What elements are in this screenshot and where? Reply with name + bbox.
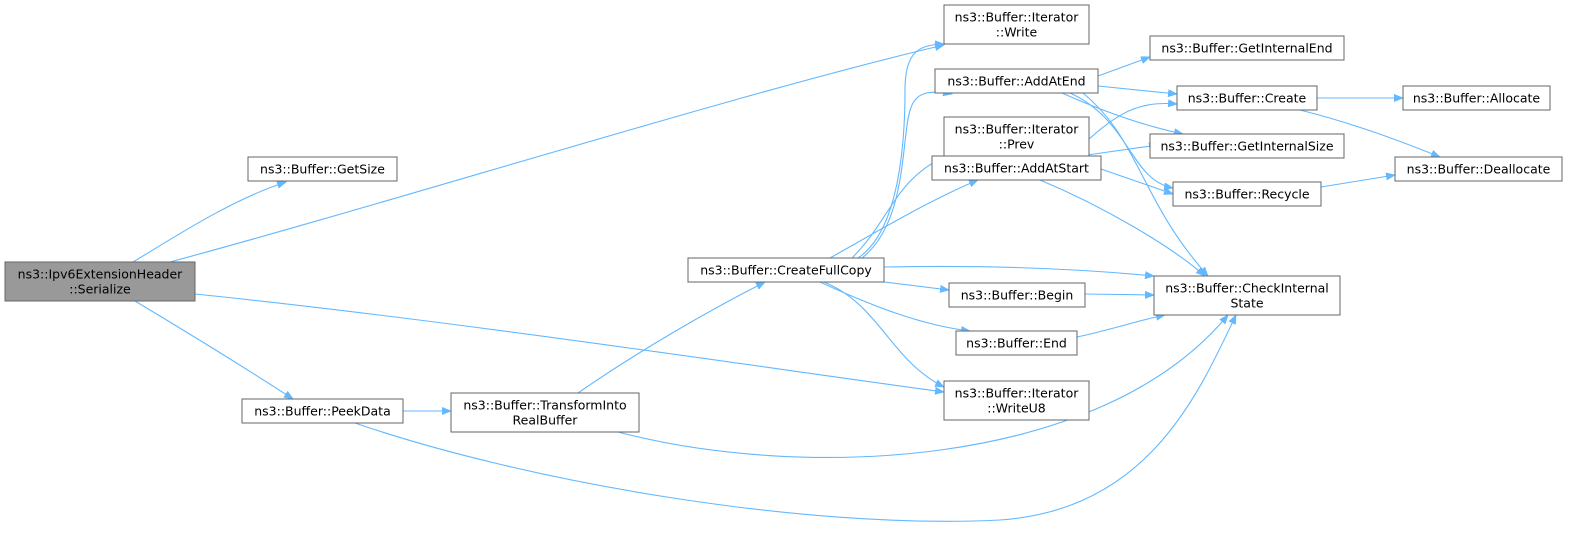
node-box <box>943 116 1090 157</box>
node-recycle[interactable]: ns3::Buffer::Recycle <box>1172 181 1322 207</box>
node-label-line: ns3::Buffer::AddAtStart <box>944 161 1089 176</box>
node-box <box>1153 275 1341 316</box>
edge-addatend-to-getinternalend <box>1097 56 1151 77</box>
node-begin[interactable]: ns3::Buffer::Begin <box>948 282 1086 308</box>
node-iterprev[interactable]: ns3::Buffer::Iterator::Prev <box>943 116 1090 157</box>
edge-peekdata-to-checkinternal <box>354 314 1237 522</box>
node-getinternalsize[interactable]: ns3::Buffer::GetInternalSize <box>1149 133 1345 159</box>
edge-begin-to-checkinternal <box>1084 290 1155 299</box>
node-label-line: ns3::Buffer::End <box>966 336 1067 351</box>
node-label-line: ns3::Buffer::GetInternalEnd <box>1161 41 1332 56</box>
edge-createfullcopy-to-iterprev <box>851 156 945 259</box>
node-iterwriteu8[interactable]: ns3::Buffer::Iterator::WriteU8 <box>943 380 1090 421</box>
edge-addatend-to-getinternalsize <box>1061 92 1184 137</box>
node-label-line: ::Prev <box>999 137 1035 152</box>
edge-addatstart-to-getinternalsize <box>1079 142 1159 157</box>
node-label-line: ns3::Buffer::CreateFullCopy <box>700 263 872 278</box>
edge-createfullcopy-to-addatend <box>861 88 953 259</box>
node-label-line: ::Serialize <box>69 282 131 297</box>
node-box <box>1176 85 1318 111</box>
edge-serialize-to-peekdata <box>134 300 294 400</box>
edge-createfullcopy-to-iterwrite <box>857 40 945 259</box>
node-box <box>1149 133 1345 159</box>
node-serialize[interactable]: ns3::Ipv6ExtensionHeader::Serialize <box>4 261 196 302</box>
node-addatstart[interactable]: ns3::Buffer::AddAtStart <box>931 155 1102 181</box>
node-label-line: ns3::Buffer::Begin <box>961 288 1074 303</box>
node-box <box>1172 181 1322 207</box>
node-label-line: ns3::Buffer::Allocate <box>1413 91 1541 106</box>
node-addatend[interactable]: ns3::Buffer::AddAtEnd <box>934 68 1099 94</box>
node-label-line: ::Write <box>996 25 1038 40</box>
edge-addatend-to-checkinternal <box>1082 92 1209 277</box>
edge-createfullcopy-to-addatstart <box>829 179 979 259</box>
edge-serialize-to-getsize <box>132 180 287 263</box>
node-box <box>247 156 398 182</box>
node-label-line: ns3::Buffer::TransformInto <box>463 398 626 413</box>
edge-create-to-deallocate <box>1299 109 1441 158</box>
edge-transform-to-checkinternal <box>617 314 1229 458</box>
node-label-line: ns3::Buffer::Iterator <box>955 386 1080 401</box>
node-box <box>943 4 1090 45</box>
edge-serialize-to-iterwrite <box>169 43 945 263</box>
node-getinternalend[interactable]: ns3::Buffer::GetInternalEnd <box>1149 35 1345 61</box>
edge-addatstart-to-checkinternal <box>1039 179 1206 277</box>
node-label-line: ::WriteU8 <box>987 401 1046 416</box>
edge-createfullcopy-to-begin <box>883 281 950 293</box>
node-end[interactable]: ns3::Buffer::End <box>955 330 1078 356</box>
edge-createfullcopy-to-end <box>819 281 971 334</box>
node-box <box>931 155 1102 181</box>
node-createfullcopy[interactable]: ns3::Buffer::CreateFullCopy <box>687 257 885 283</box>
node-create[interactable]: ns3::Buffer::Create <box>1176 85 1318 111</box>
edge-addatstart-to-recycle <box>1100 168 1174 195</box>
node-box <box>4 261 196 302</box>
node-iterwrite[interactable]: ns3::Buffer::Iterator::Write <box>943 4 1090 45</box>
node-box <box>1402 85 1551 111</box>
node-box <box>687 257 885 283</box>
node-label-line: ns3::Buffer::AddAtEnd <box>947 74 1085 89</box>
edge-end-to-checkinternal <box>1076 312 1166 338</box>
node-label-line: RealBuffer <box>513 413 579 428</box>
node-label-line: ns3::Buffer::PeekData <box>254 404 391 419</box>
node-label-line: ns3::Buffer::Iterator <box>955 10 1080 25</box>
edge-serialize-to-iterwriteu8 <box>194 293 945 395</box>
edge-createfullcopy-to-iterwriteu8 <box>823 281 945 388</box>
node-box <box>943 380 1090 421</box>
node-label-line: ns3::Buffer::GetSize <box>260 162 385 177</box>
node-box <box>450 392 640 433</box>
node-box <box>948 282 1086 308</box>
node-label-line: ns3::Buffer::Recycle <box>1184 187 1309 202</box>
edge-addatend-to-create <box>1097 85 1178 98</box>
node-box <box>241 398 404 424</box>
edges-layer <box>132 40 1441 522</box>
node-getsize[interactable]: ns3::Buffer::GetSize <box>247 156 398 182</box>
node-label-line: ns3::Ipv6ExtensionHeader <box>18 267 184 282</box>
node-deallocate[interactable]: ns3::Buffer::Deallocate <box>1394 156 1563 182</box>
edge-transform-to-createfullcopy <box>577 281 766 394</box>
node-label-line: ns3::Buffer::Create <box>1188 91 1307 106</box>
node-label-line: ns3::Buffer::CheckInternal <box>1165 281 1329 296</box>
node-label-line: ns3::Buffer::GetInternalSize <box>1160 139 1333 154</box>
node-box <box>955 330 1078 356</box>
node-box <box>1394 156 1563 182</box>
edge-createfullcopy-to-checkinternal <box>883 265 1155 280</box>
node-label-line: ns3::Buffer::Iterator <box>955 122 1080 137</box>
node-allocate[interactable]: ns3::Buffer::Allocate <box>1402 85 1551 111</box>
node-label-line: State <box>1230 296 1263 311</box>
node-peekdata[interactable]: ns3::Buffer::PeekData <box>241 398 404 424</box>
node-label-line: ns3::Buffer::Deallocate <box>1407 162 1551 177</box>
edge-recycle-to-deallocate <box>1320 172 1396 188</box>
node-box <box>1149 35 1345 61</box>
nodes-layer: ns3::Ipv6ExtensionHeader::Serializens3::… <box>4 4 1563 433</box>
node-box <box>934 68 1099 94</box>
